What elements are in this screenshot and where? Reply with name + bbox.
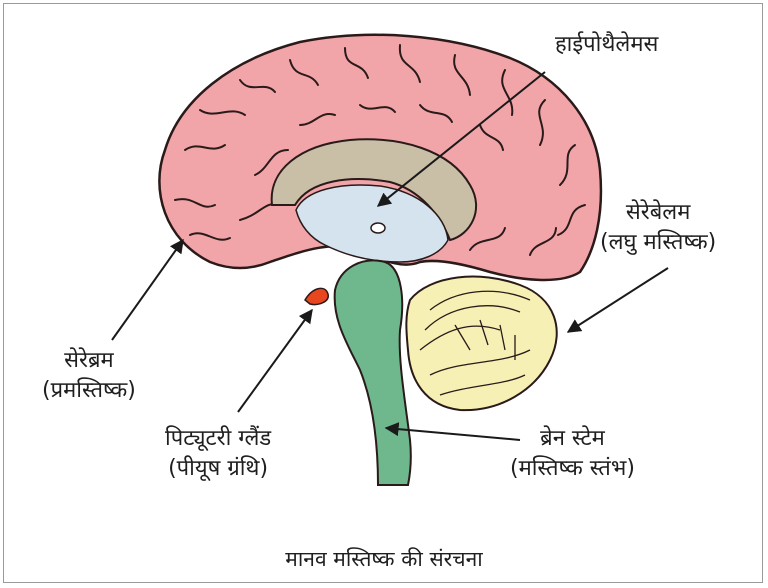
figure-frame — [3, 3, 763, 583]
label-brainstem: ब्रेन स्टेम (मस्तिष्क स्तंभ) — [510, 424, 635, 484]
arrow-hypothalamus — [376, 71, 546, 207]
label-brainstem-text: ब्रेन स्टेम — [540, 426, 605, 451]
label-cerebellum-text: सेरेबेलम — [625, 200, 691, 225]
label-brainstem-sub: (मस्तिष्क स्तंभ) — [510, 456, 635, 481]
label-cerebrum-text: सेरेब्रम — [64, 348, 114, 373]
figure-caption: मानव मस्तिष्क की संरचना — [285, 547, 483, 571]
arrow-pituitary — [237, 308, 313, 413]
label-pituitary-text: पिट्यूटरी ग्लैंड — [165, 426, 272, 451]
corpus-callosum-shape — [270, 138, 477, 242]
ventricle-shape — [295, 184, 449, 263]
label-pituitary: पिट्यूटरी ग्लैंड (पीयूष ग्रंथि) — [165, 424, 271, 484]
brainstem-shape — [333, 259, 412, 486]
label-cerebrum: सेरेब्रम (प्रमस्तिष्क) — [42, 346, 136, 406]
arrow-brainstem — [384, 422, 521, 441]
cerebellum-shape — [405, 275, 558, 412]
hypothalamus-shape — [370, 222, 386, 234]
label-hypothalamus: हाईपोथैलेमस — [555, 30, 658, 60]
pituitary-shape — [304, 287, 329, 306]
cerebellum-folia — [419, 290, 531, 396]
label-cerebrum-sub: (प्रमस्तिष्क) — [42, 378, 136, 403]
label-hypothalamus-text: हाईपोथैलेमस — [555, 32, 659, 57]
gyri-lines — [174, 44, 586, 256]
arrow-cerebrum — [111, 238, 184, 341]
label-pituitary-sub: (पीयूष ग्रंथि) — [168, 456, 269, 481]
arrow-cerebellum — [566, 267, 669, 333]
label-cerebellum: सेरेबेलम (लघु मस्तिष्क) — [600, 198, 716, 258]
label-cerebellum-sub: (लघु मस्तिष्क) — [600, 230, 717, 255]
